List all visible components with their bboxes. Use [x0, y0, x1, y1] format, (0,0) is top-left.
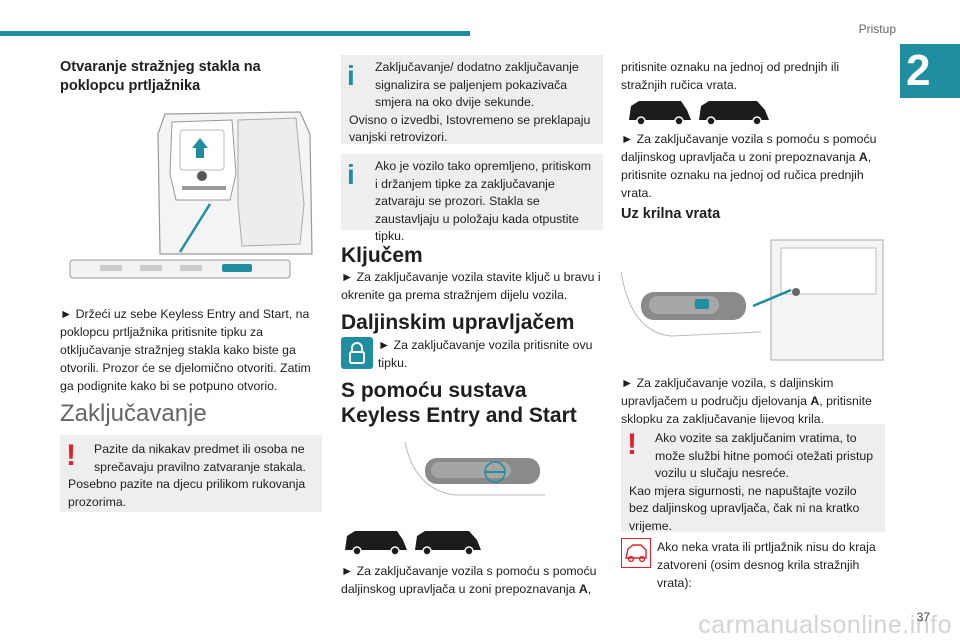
- car-silhouettes: [341, 528, 491, 556]
- info-note-signal: i Zaključavanje/ dodatno zaključavanje s…: [341, 55, 603, 144]
- info-note-windows: i Ako je vozilo tako opremljeno, pritisk…: [341, 154, 603, 243]
- warning-icon: !: [66, 439, 76, 472]
- section-key: Ključem: [341, 244, 423, 267]
- section-name: Pristup: [858, 22, 896, 36]
- header-accent-bar: [0, 31, 470, 36]
- car-silhouettes-2: [625, 98, 785, 126]
- heading-rear-window: Otvaranje stražnjeg stakla na poklopcu p…: [60, 59, 261, 94]
- section-keyless: S pomoću sustava Keyless Entry and Start: [341, 379, 577, 427]
- handle-illustration: [395, 440, 550, 505]
- wing-door-text: ► Za zaključavanje vozila, s daljinskim …: [621, 376, 872, 426]
- lock-icon: [341, 337, 373, 369]
- remote-text: ► Za zaključavanje vozila pritisnite ovu…: [378, 338, 593, 370]
- instruction-text: ► Držeći uz sebe Keyless Entry and Start…: [60, 307, 311, 393]
- car-open-warning-icon: [621, 538, 651, 568]
- keyless-text: ► Za zaključavanje vozila s pomoću s pom…: [341, 564, 597, 596]
- watermark: carmanualsonline.info: [698, 611, 952, 639]
- key-text: ► Za zaključavanje vozila stavite ključ …: [341, 270, 601, 302]
- warning-icon: !: [627, 428, 637, 461]
- section-title-zakljucavanje: Zaključavanje: [60, 400, 207, 427]
- warning-note-locked: ! Ako vozite sa zaključanim vratima, to …: [621, 424, 885, 533]
- car-open-note: Ako neka vrata ili prtljažnik nisu do kr…: [657, 540, 876, 590]
- page-number: 37: [916, 610, 930, 624]
- chapter-tab: 2: [900, 44, 960, 98]
- continuation-text: pritisnite oznaku na jednoj od prednjih …: [621, 60, 840, 92]
- info-icon: i: [347, 159, 355, 190]
- front-doors-text: ► Za zaključavanje vozila s pomoću s pom…: [621, 132, 877, 200]
- heading-wing-doors: Uz krilna vrata: [621, 206, 721, 222]
- tailgate-illustration: [60, 104, 322, 290]
- info-icon: i: [347, 60, 355, 91]
- wing-door-illustration: [621, 232, 885, 362]
- warning-note-windows: ! Pazite da nikakav predmet ili osoba ne…: [60, 435, 322, 512]
- section-remote: Daljinskim upravljačem: [341, 311, 575, 334]
